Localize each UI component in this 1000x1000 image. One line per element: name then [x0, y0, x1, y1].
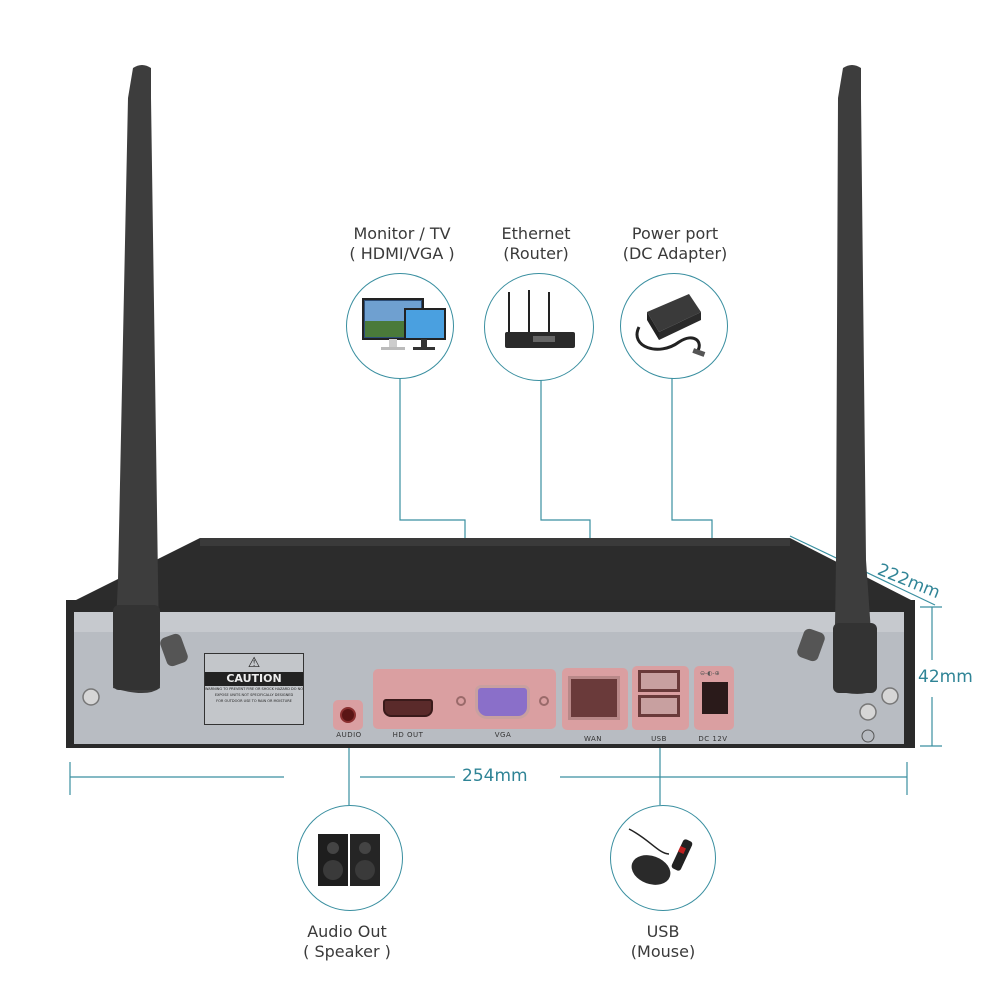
power-callout-subtitle: (DC Adapter) [622, 244, 728, 263]
vga-port[interactable] [475, 685, 530, 719]
vga-screw-right [539, 696, 549, 706]
audio-callout-circle [297, 805, 403, 911]
width-dimension-label: 254mm [462, 766, 528, 786]
wan-port-label: WAN [583, 735, 603, 743]
caution-label: ⚠ CAUTION WARNING TO PREVENT FIRE OR SHO… [204, 653, 304, 725]
hdmi-port[interactable] [383, 699, 433, 717]
usb-callout-subtitle: (Mouse) [630, 942, 696, 961]
dc-port-label: DC 12V [698, 735, 728, 743]
usb-port-bottom[interactable] [638, 695, 680, 717]
power-callout-circle [620, 273, 728, 379]
height-dimension-label: 42mm [918, 667, 973, 687]
caution-title: CAUTION [205, 672, 303, 686]
monitor-callout-title: Monitor / TV [353, 224, 451, 243]
audio-callout-title: Audio Out [307, 922, 387, 941]
speaker-icon [318, 834, 380, 886]
audio-port-label: AUDIO [336, 731, 362, 739]
caution-line-1: WARNING TO PREVENT FIRE OR SHOCK HAZARD … [205, 687, 303, 691]
usb-port-top[interactable] [638, 670, 680, 692]
power-adapter-icon [635, 294, 706, 357]
audio-callout-subtitle: ( Speaker ) [303, 942, 391, 961]
wan-port[interactable] [568, 676, 620, 720]
dc-polarity-icon: ⊖-◐-⊕ [700, 670, 720, 677]
router-icon [505, 290, 575, 348]
audio-jack[interactable] [340, 707, 356, 723]
caution-line-3: FOR OUTDOOR USE TO RAIN OR MOISTURE [216, 699, 292, 703]
monitor-icon [362, 298, 446, 350]
ethernet-callout-circle [484, 273, 594, 381]
power-callout-title: Power port [631, 224, 719, 243]
warning-triangle-icon: ⚠ [247, 655, 261, 671]
caution-line-2: EXPOSE UNITS NOT SPECIFICALLY DESIGNED [214, 693, 294, 697]
hdmi-port-label: HD OUT [392, 731, 424, 739]
mouse-icon [628, 828, 693, 885]
vga-screw-left [456, 696, 466, 706]
vga-port-label: VGA [494, 731, 512, 739]
dc-port[interactable] [702, 682, 728, 714]
usb-callout-circle [610, 805, 716, 911]
monitor-callout-circle [346, 273, 454, 379]
usb-port-label: USB [651, 735, 667, 743]
ethernet-callout-subtitle: (Router) [503, 244, 569, 263]
ethernet-callout-title: Ethernet [501, 224, 571, 243]
usb-callout-title: USB [646, 922, 680, 941]
monitor-callout-subtitle: ( HDMI/VGA ) [349, 244, 455, 263]
